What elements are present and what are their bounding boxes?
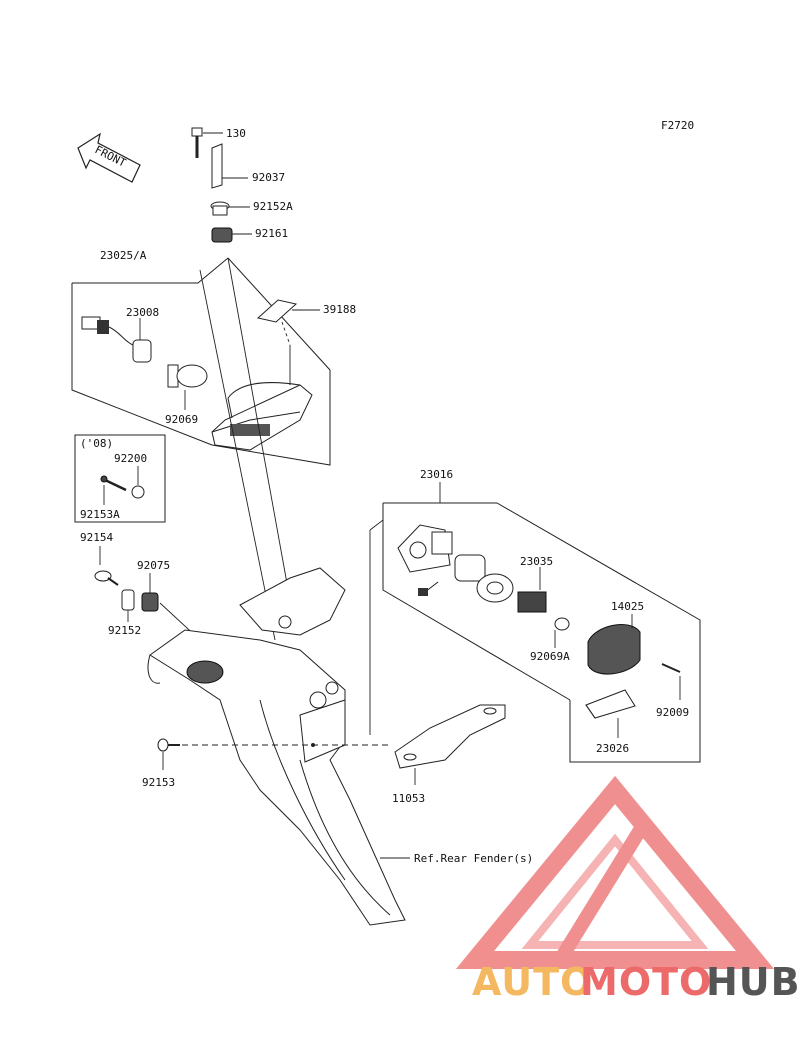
washer-92200 [131,485,145,499]
bracket-92037 [211,143,248,189]
label-23025A: 23025/A [100,249,147,262]
label-92069A: 92069A [530,650,570,663]
label-23035: 23035 [520,555,553,568]
socket-23008 [81,316,152,363]
label-23016: 23016 [420,468,453,481]
label-year-note: ('08) [80,437,113,450]
label-92037: 92037 [252,171,285,184]
front-arrow-icon: FRONT [77,132,141,183]
label-92153: 92153 [142,776,175,789]
cover-23026 [585,689,636,738]
label-92152A: 92152A [253,200,293,213]
license-bracket-11053 [394,704,506,785]
lens-14025 [587,614,641,675]
label-130: 130 [226,127,246,140]
watermark-part1: AUTO [472,960,593,1004]
label-39188: 39188 [323,303,356,316]
collar-92152 [121,589,135,611]
watermark-logo [455,775,775,969]
diagram-code: F2720 [661,119,694,132]
bolt-130 [191,127,223,158]
screw-92153 [157,738,390,770]
label-92154: 92154 [80,531,113,544]
watermark-part3: HUB [706,960,800,1004]
label-92153A: 92153A [80,508,120,521]
label-23026: 23026 [596,742,629,755]
reference-note: Ref.Rear Fender(s) [414,852,533,865]
label-11053: 11053 [392,792,425,805]
rear-fender [147,567,406,926]
label-92161: 92161 [255,227,288,240]
grommet-92075 [141,592,159,612]
label-14025: 14025 [611,600,644,613]
year-note-box [74,434,166,523]
bulb-92069 [167,364,208,410]
screw-92009 [661,663,681,700]
label-92069: 92069 [165,413,198,426]
label-plate-39188 [256,299,298,323]
bulb-92069A [554,617,570,648]
watermark-part2: MOTO [580,960,712,1004]
tail-light-housing [211,321,313,451]
watermark-text: AUTO MOTO HUB [472,960,800,1004]
label-92009: 92009 [656,706,689,719]
label-23008: 23008 [126,306,159,319]
grommet-92161 [211,227,252,243]
label-92200: 92200 [114,452,147,465]
screw-92154 [94,570,119,586]
collar-92152A [210,201,250,216]
license-light-base [397,524,453,573]
screw-92153A [100,475,127,492]
label-92075: 92075 [137,559,170,572]
license-light-ring [476,573,514,603]
label-92152: 92152 [108,624,141,637]
clip-23035 [517,567,547,613]
license-light-socket [418,554,486,596]
